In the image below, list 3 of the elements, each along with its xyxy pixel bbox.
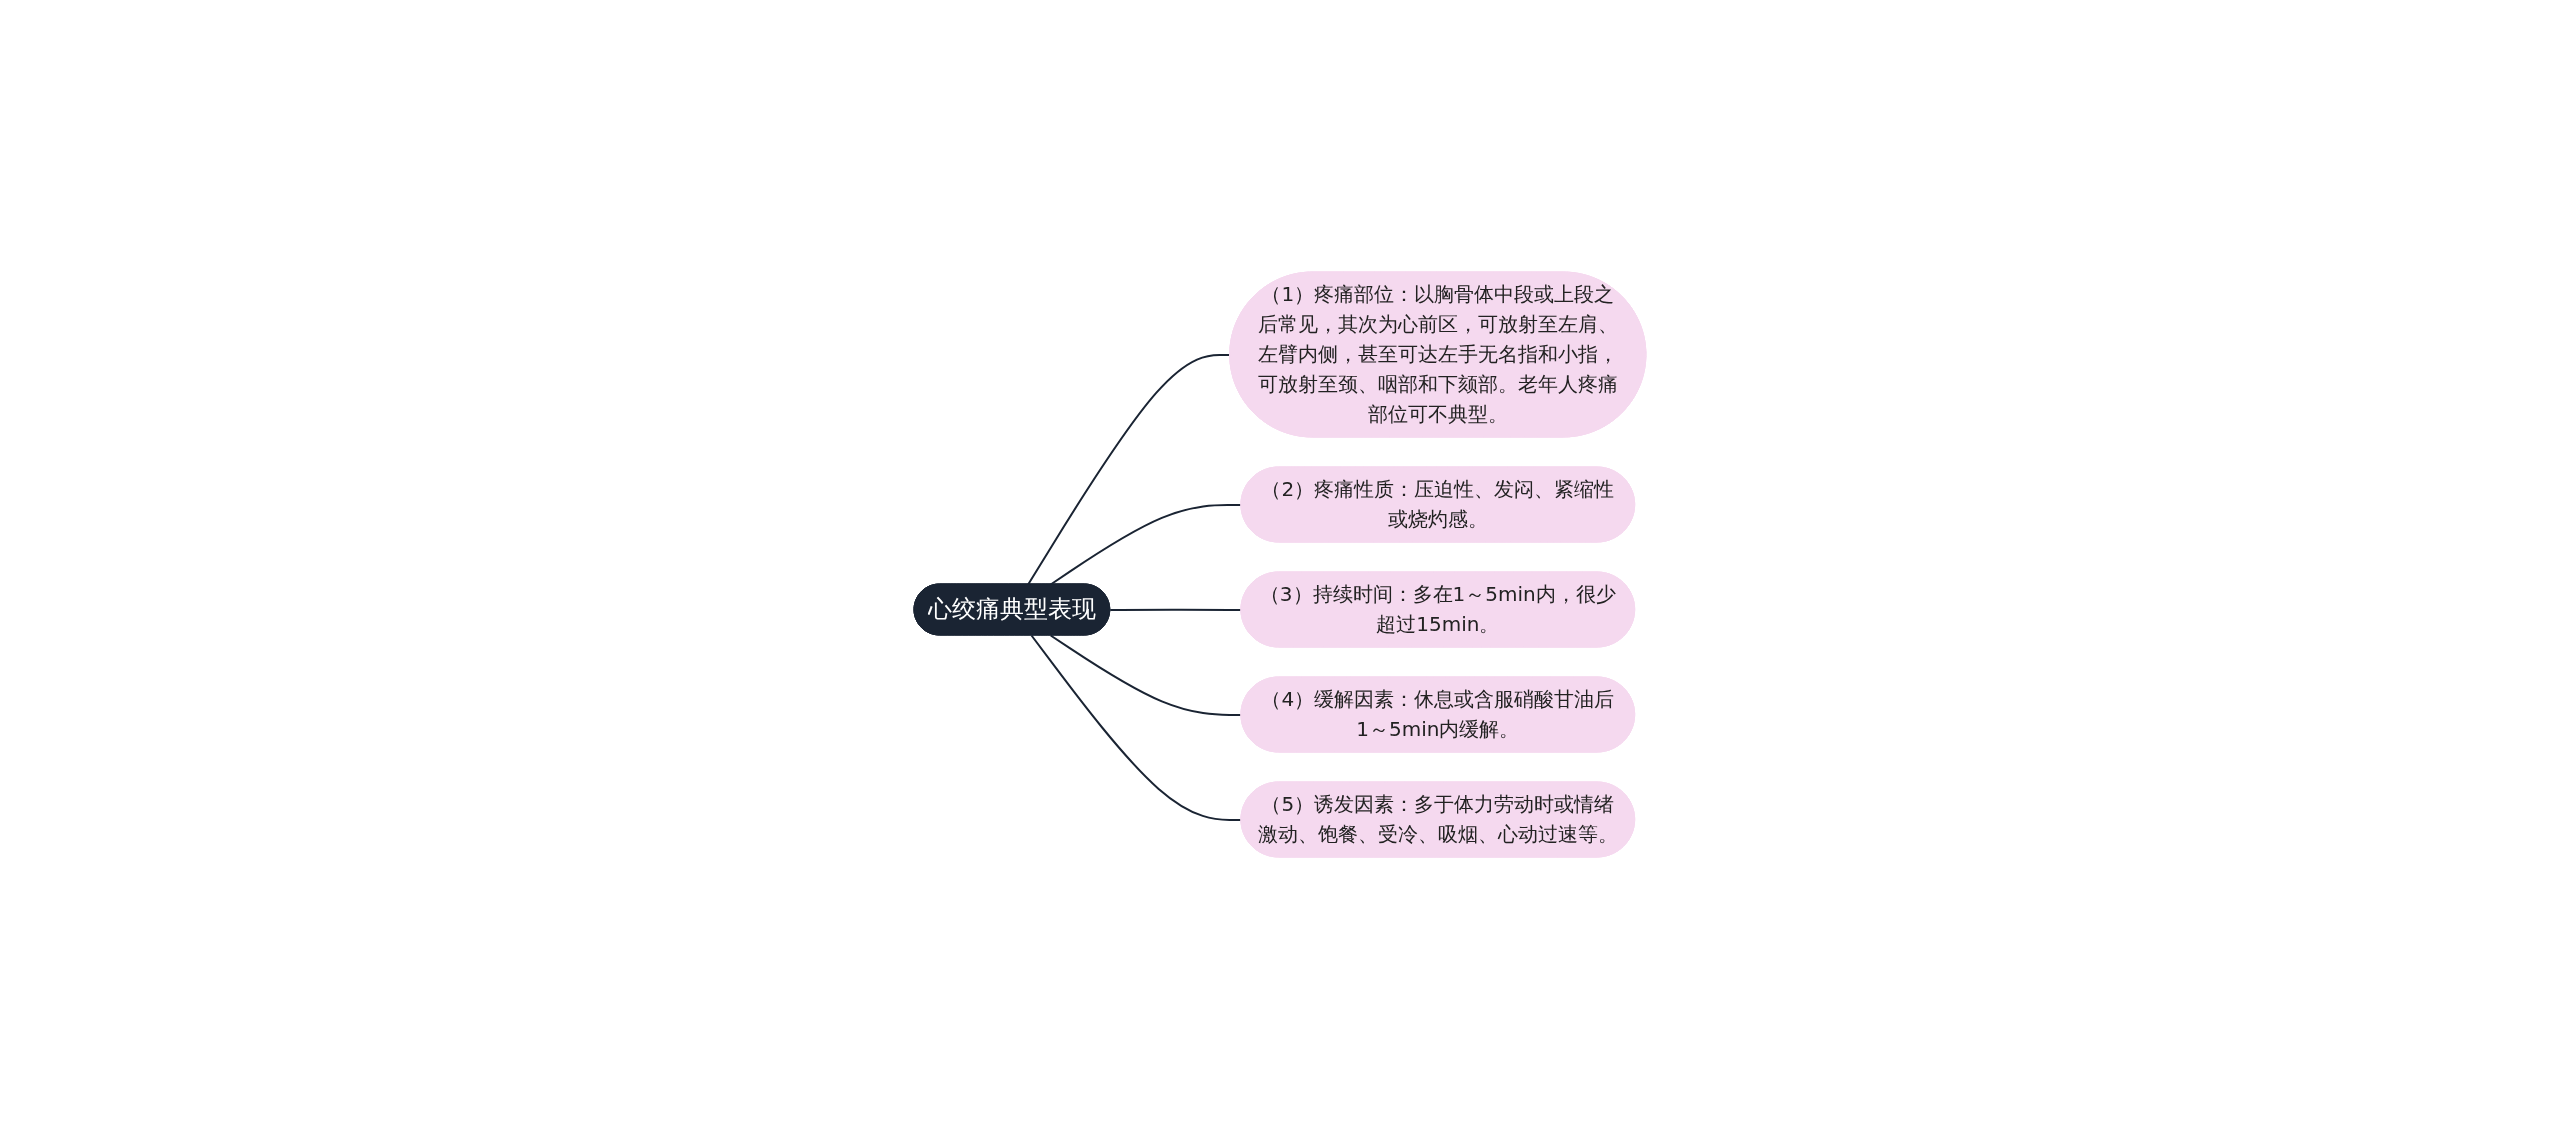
connector <box>1049 634 1243 716</box>
connector <box>1030 634 1243 821</box>
connector <box>1109 608 1243 611</box>
